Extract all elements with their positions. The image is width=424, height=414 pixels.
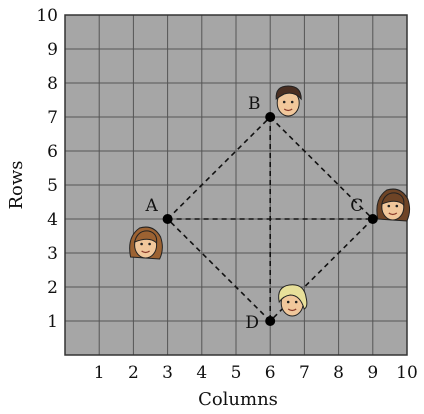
point-a — [162, 214, 173, 224]
face-girl-left-icon — [129, 226, 163, 260]
face-boy-top-icon — [275, 85, 302, 117]
dashed-segment-da — [167, 218, 271, 322]
point-d — [265, 316, 276, 326]
x-tick-label: 4 — [196, 363, 207, 383]
y-tick-label: 6 — [47, 142, 58, 162]
x-tick-label: 2 — [128, 363, 139, 383]
y-tick-label: 10 — [36, 6, 58, 26]
point-label-a: A — [144, 196, 158, 216]
dashed-segment-ab — [167, 116, 271, 220]
y-tick-label: 3 — [47, 244, 58, 264]
point-b — [265, 112, 276, 122]
y-tick-label: 9 — [47, 40, 58, 60]
point-label-b: B — [248, 94, 261, 114]
dashed-segment-bc — [269, 116, 374, 220]
face-blond-bottom-icon — [278, 284, 308, 317]
points: A B C D — [144, 94, 378, 333]
x-tick-label: 10 — [396, 363, 418, 383]
x-tick-label: 6 — [265, 363, 276, 383]
y-axis-title: Rows — [6, 160, 27, 209]
x-tick-label: 7 — [299, 363, 310, 383]
point-label-c: C — [350, 196, 363, 216]
x-tick-label: 9 — [367, 363, 378, 383]
x-tick-label: 3 — [162, 363, 173, 383]
y-tick-label: 7 — [47, 108, 58, 128]
x-tick-label: 8 — [333, 363, 344, 383]
y-tick-label: 8 — [47, 74, 58, 94]
face-figures — [129, 85, 411, 317]
y-tick-label: 5 — [47, 176, 58, 196]
plot-border — [64, 14, 408, 356]
x-tick-label: 5 — [231, 363, 242, 383]
point-label-d: D — [245, 313, 259, 333]
point-c — [367, 214, 378, 224]
y-tick-label: 2 — [47, 278, 58, 298]
x-tick-label: 1 — [94, 363, 105, 383]
face-girl-right-icon — [376, 188, 411, 222]
x-axis-title: Columns — [198, 389, 278, 410]
y-tick-label: 1 — [47, 312, 58, 332]
y-tick-label: 4 — [47, 210, 58, 230]
x-tick-labels: 1 2 3 4 5 6 7 8 9 10 — [94, 363, 418, 383]
y-tick-labels: 1 2 3 4 5 6 7 8 9 10 — [36, 6, 58, 332]
